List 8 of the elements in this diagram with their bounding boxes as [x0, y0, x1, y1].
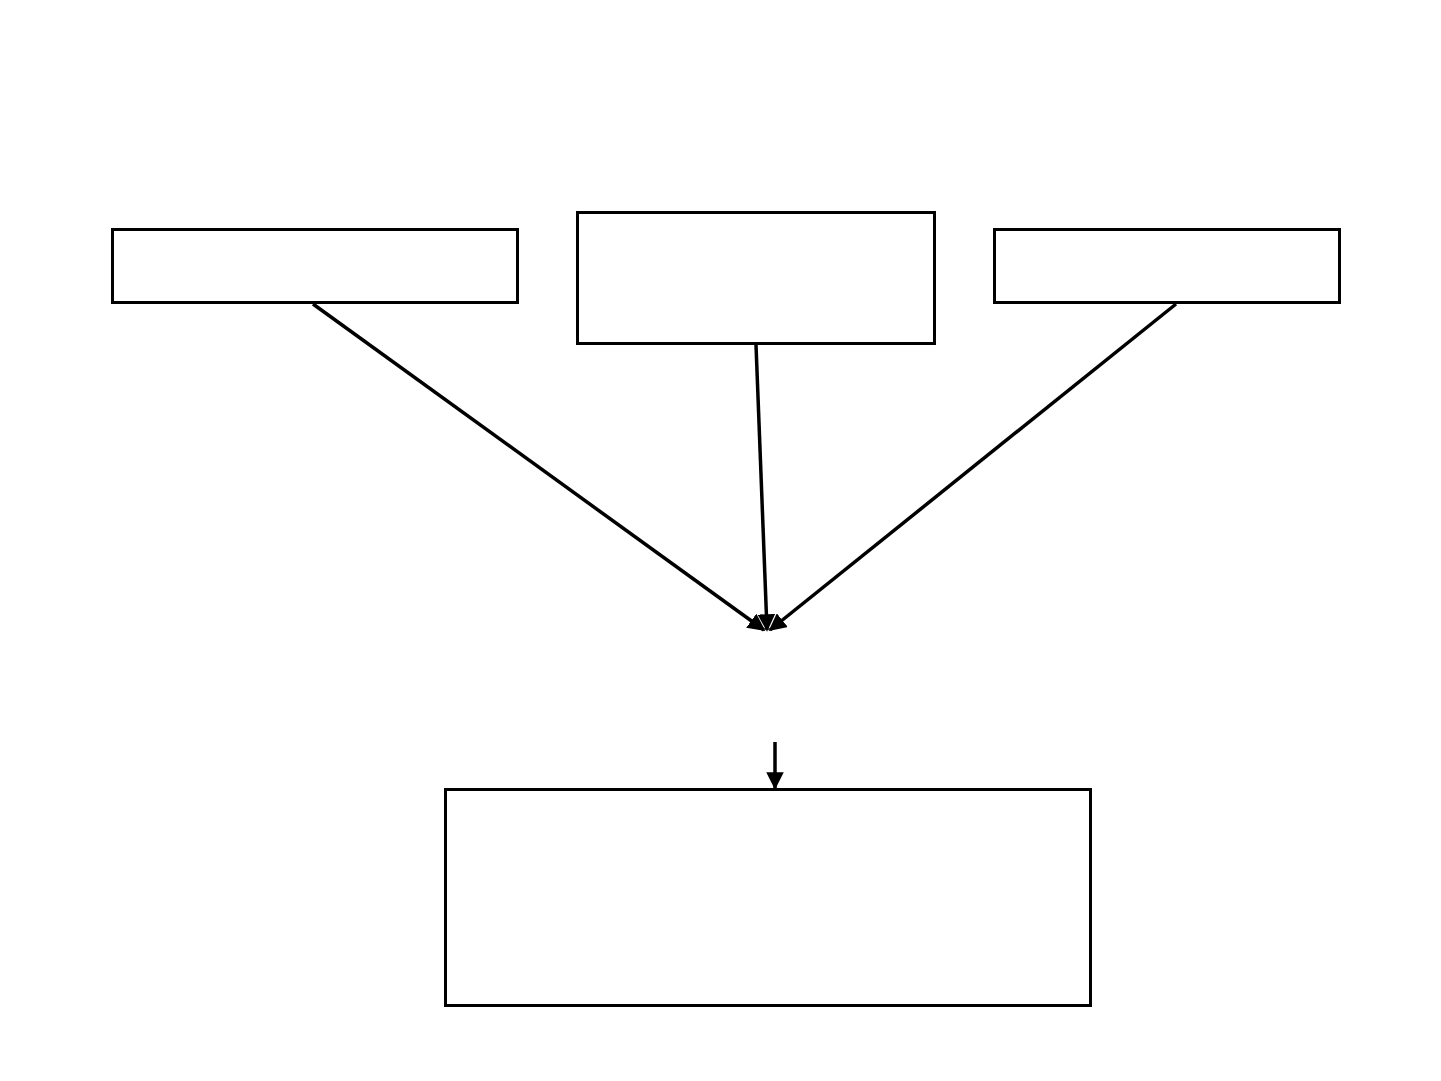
- empty-box: [993, 228, 1341, 304]
- empty-box: [576, 211, 936, 345]
- arrow: [766, 742, 784, 790]
- empty-box: [444, 788, 1092, 1007]
- empty-box: [111, 228, 519, 304]
- arrow: [754, 344, 776, 632]
- arrow: [311, 302, 766, 632]
- arrow: [768, 302, 1178, 632]
